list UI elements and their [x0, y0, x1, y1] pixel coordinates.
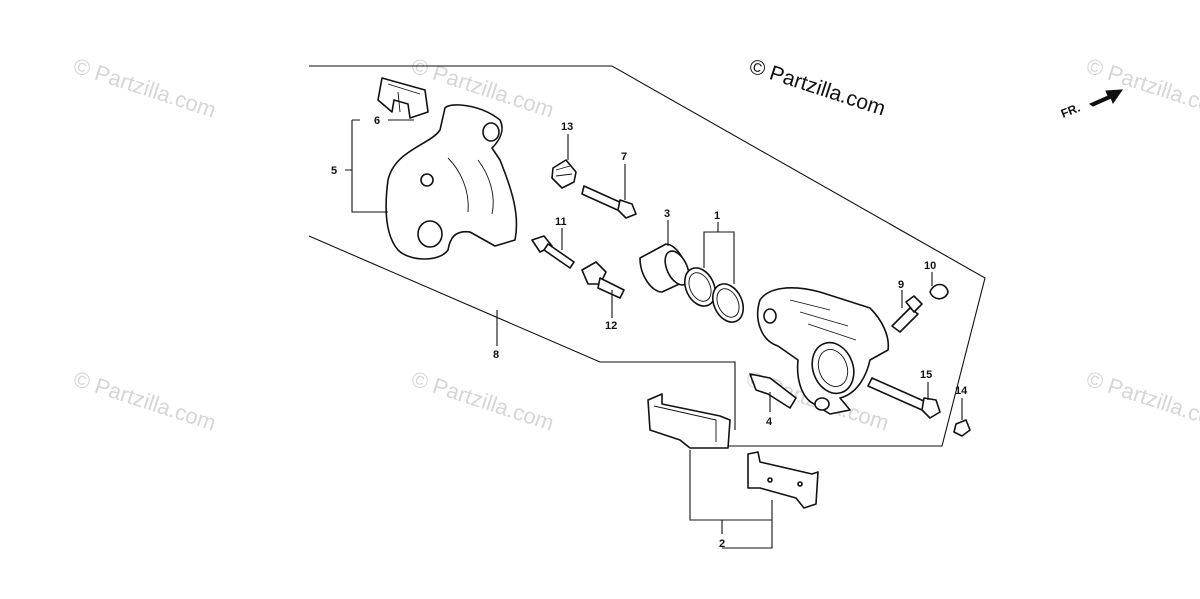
callout-6: 6: [374, 115, 380, 127]
callout-5: 5: [331, 165, 337, 177]
callout-14: 14: [955, 385, 968, 397]
bolt-13: [551, 159, 577, 189]
callout-8: 8: [493, 349, 499, 361]
brake-pad-a: [647, 393, 731, 449]
callout-13: 13: [561, 121, 573, 133]
front-direction-indicator: FR.: [1059, 89, 1123, 121]
watermark-7: © Partzilla.com: [1083, 366, 1200, 436]
callout-15: 15: [920, 369, 932, 381]
callouts: 1 2 3 4 5 6 7 8 9 10 11 12 13 14 15: [331, 115, 968, 550]
copyright-text: © Partzilla.com: [746, 55, 888, 121]
callout-2: 2: [719, 538, 725, 550]
callout-9: 9: [898, 279, 904, 291]
pad-retainer: [749, 373, 797, 409]
callout-1: 1: [714, 210, 720, 222]
pad-spring: [377, 77, 429, 119]
arrow-right-icon: [1088, 89, 1123, 107]
bleeder-screw: [891, 295, 923, 333]
piston: [639, 243, 690, 293]
callout-7: 7: [621, 151, 627, 163]
watermark-3: © Partzilla.com: [1083, 53, 1200, 123]
callout-10: 10: [924, 260, 936, 272]
callout-12: 12: [605, 320, 617, 332]
slide-pin-7: [581, 185, 637, 219]
callout-11: 11: [555, 216, 567, 228]
brake-pad-b: [747, 451, 819, 509]
callout-3: 3: [664, 208, 670, 220]
pin-bolt-15: [867, 377, 941, 419]
assembly-8-outline-right: [600, 361, 736, 430]
slide-pin-11: [531, 235, 575, 269]
callout-4: 4: [766, 416, 773, 428]
watermark-4: © Partzilla.com: [70, 366, 219, 436]
bleeder-cap: [929, 283, 949, 300]
direction-label: FR.: [1059, 101, 1082, 121]
caliper-body: [756, 287, 890, 415]
caliper-bracket: [385, 104, 518, 260]
watermarks: © Partzilla.com © Partzilla.com © Partzi…: [70, 53, 1200, 436]
watermark-5: © Partzilla.com: [408, 366, 557, 436]
leader-lines: [345, 119, 963, 549]
nut-14: [953, 419, 971, 437]
watermark-1: © Partzilla.com: [70, 53, 219, 123]
piston-seals: [683, 267, 745, 323]
boot-12: [581, 261, 625, 299]
